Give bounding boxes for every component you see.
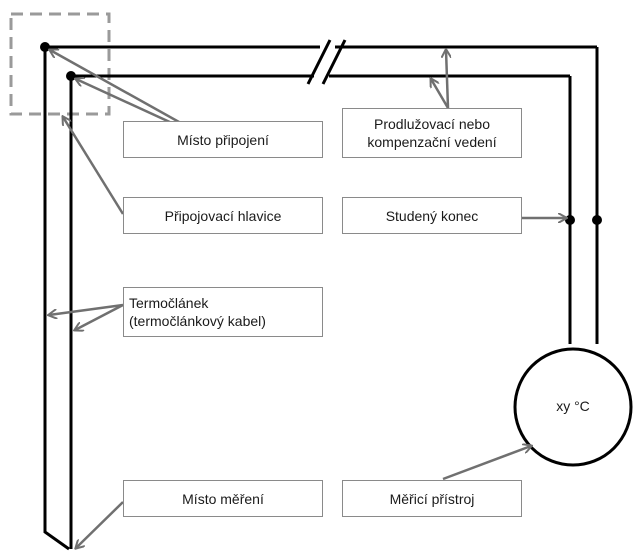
arrow-thermocouple-inner: [75, 303, 124, 330]
label-connection-head: Připojovací hlavice: [123, 197, 323, 234]
label-extension-cable: Prodlužovací nebo kompenzační vedení: [342, 108, 522, 158]
break-mark-left: [306, 39, 332, 85]
outer-wire: [43, 47, 70, 551]
cold-end-dot-right: [592, 215, 602, 225]
label-thermocouple-line2: (termočlánkový kabel): [129, 313, 266, 329]
label-connection-point-text: Místo připojení: [177, 131, 269, 148]
label-measuring-point-text: Místo měření: [182, 490, 264, 507]
junction-dot-inner: [66, 71, 76, 81]
break-mark-right: [321, 39, 347, 85]
cold-end-dot-left: [565, 215, 575, 225]
arrow-measuring-point: [76, 501, 124, 548]
label-measuring-point: Místo měření: [123, 480, 323, 517]
label-extension-cable-line1: Prodlužovací nebo: [374, 116, 490, 132]
measuring-instrument-circle: [513, 347, 633, 467]
arrow-instrument: [442, 446, 531, 481]
junction-dot-outer: [40, 42, 50, 52]
label-thermocouple: Termočlánek (termočlánkový kabel): [123, 287, 323, 337]
label-cold-end: Studený konec: [342, 197, 522, 234]
arrow-extension-left: [431, 79, 450, 109]
label-thermocouple-line1: Termočlánek: [129, 295, 209, 311]
label-measuring-instrument-text: Měřicí přístroj: [389, 490, 475, 507]
label-cold-end-text: Studený konec: [385, 207, 479, 224]
label-extension-cable-line2: kompenzační vedení: [367, 134, 497, 150]
meter-reading: xy °C: [556, 398, 590, 414]
connection-point-frame: [9, 12, 111, 116]
label-connection-head-text: Připojovací hlavice: [164, 207, 282, 224]
arrow-extension-right: [446, 50, 448, 109]
arrow-head: [63, 117, 125, 215]
label-connection-point: Místo připojení: [123, 121, 323, 158]
arrow-thermocouple-outer: [49, 303, 124, 315]
label-measuring-instrument: Měřicí přístroj: [342, 480, 522, 517]
